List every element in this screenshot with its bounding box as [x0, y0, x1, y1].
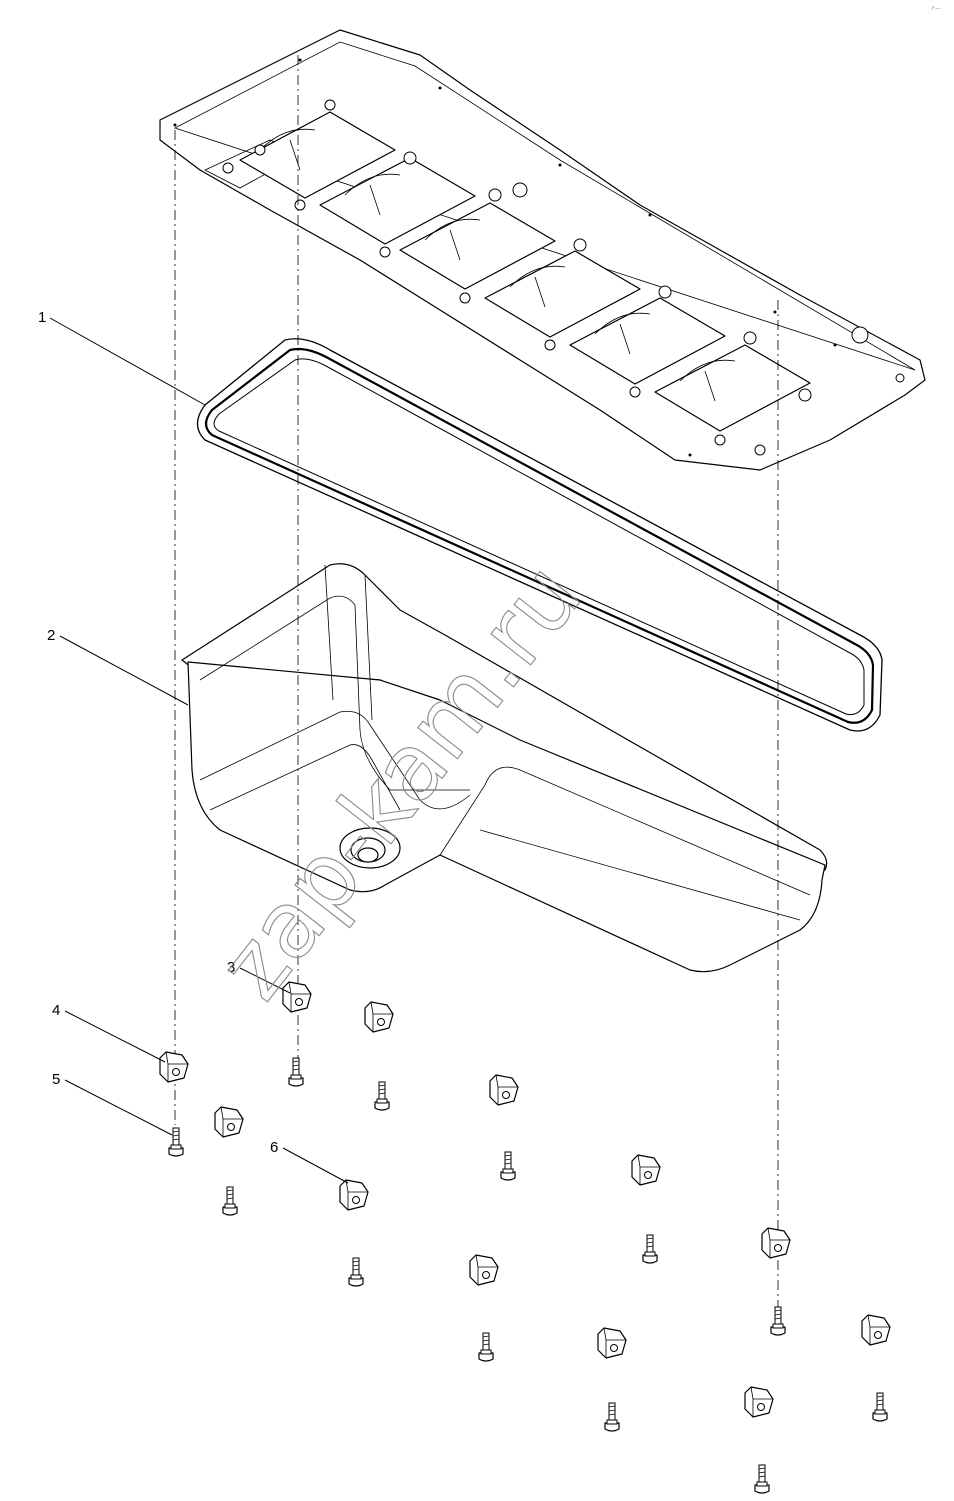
bolt: [288, 1057, 304, 1087]
svg-text:1: 1: [38, 309, 46, 326]
spacer: [761, 1227, 791, 1259]
bolt: [222, 1186, 238, 1216]
bolts: [168, 1057, 888, 1494]
bolt: [348, 1257, 364, 1287]
bolt: [604, 1402, 620, 1432]
spacer: [744, 1386, 774, 1418]
svg-text:3: 3: [227, 959, 235, 976]
callouts: 1 2 3 4 5 6: [38, 309, 349, 1184]
svg-text:5: 5: [52, 1071, 60, 1088]
callout-2: 2: [47, 627, 189, 706]
corner-mark: ↗—: [930, 5, 941, 12]
spacer: [489, 1074, 519, 1106]
alignment-lines: [174, 55, 779, 1310]
spacer: [597, 1327, 627, 1359]
spacer: [339, 1179, 369, 1211]
svg-text:2: 2: [47, 627, 55, 644]
spacer: [364, 1001, 394, 1033]
oil-pan-gasket: [196, 338, 883, 732]
bolt: [754, 1464, 770, 1494]
svg-text:6: 6: [270, 1139, 278, 1156]
spacer: [469, 1254, 499, 1286]
engine-block-ladder-frame: [159, 29, 926, 471]
bolt: [770, 1306, 786, 1336]
bolt: [642, 1234, 658, 1264]
spacers: [159, 981, 891, 1418]
callout-3: 3: [227, 959, 291, 994]
callout-1: 1: [38, 309, 206, 406]
spacer: [159, 1051, 189, 1083]
svg-text:4: 4: [52, 1002, 60, 1019]
spacer: [214, 1106, 244, 1138]
bolt: [872, 1392, 888, 1422]
callout-6: 6: [270, 1139, 349, 1184]
bolt: [374, 1081, 390, 1111]
spacer: [282, 981, 312, 1013]
spacer: [631, 1154, 661, 1186]
bolt: [478, 1332, 494, 1362]
callout-4: 4: [52, 1002, 166, 1063]
bolt: [168, 1127, 184, 1157]
spacer: [861, 1314, 891, 1346]
drain-plug: [339, 827, 401, 869]
callout-5: 5: [52, 1071, 173, 1136]
oil-pan: [181, 563, 828, 973]
bolt: [500, 1151, 516, 1181]
